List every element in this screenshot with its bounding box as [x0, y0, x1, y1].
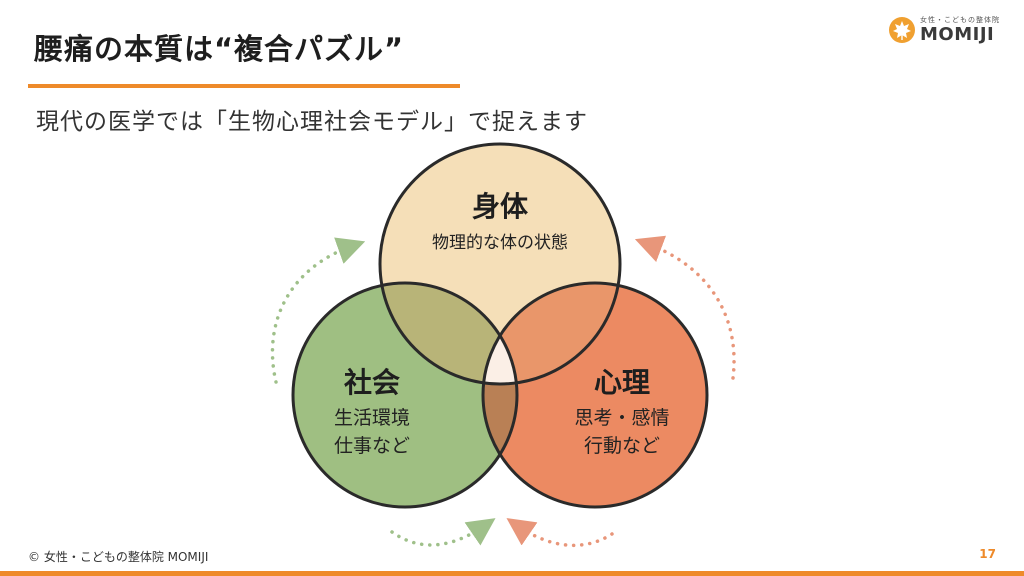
social-desc-line-1: 生活環境	[334, 407, 410, 429]
social-desc-line-2: 仕事など	[334, 435, 410, 457]
outline-body	[378, 142, 622, 386]
logo-name: MOMIJI	[920, 23, 995, 45]
cycle-arrow-right	[634, 235, 736, 380]
brand-logo: 女性・こどもの整体院 MOMIJI	[888, 16, 1000, 44]
body-title: 身体	[472, 190, 529, 223]
slide-title: 腰痛の本質は“複合パズル”	[34, 32, 405, 66]
page-number: 17	[979, 547, 996, 561]
overlap-body-mind	[483, 283, 620, 384]
mind-title: 心理	[594, 366, 650, 399]
cycle-arrow-bottom-right	[506, 518, 614, 548]
logo-tagline: 女性・こどもの整体院	[920, 15, 1000, 24]
cycle-arrow-bottom-left	[390, 518, 496, 547]
social-title: 社会	[344, 366, 400, 399]
overlap-body-social	[380, 283, 517, 384]
mind-desc-line-1: 思考・感情	[574, 407, 669, 429]
mind-desc-line-2: 行動など	[584, 435, 660, 457]
maple-leaf-icon	[889, 17, 915, 43]
outline-mind	[481, 281, 709, 509]
title-underline	[28, 84, 460, 88]
slide-subtitle: 現代の医学では「生物心理社会モデル」で捉えます	[36, 109, 588, 135]
footer-copyright: © 女性・こどもの整体院 MOMIJI	[28, 550, 209, 564]
body-desc-line-1: 物理的な体の状態	[432, 233, 568, 253]
bottom-accent-bar	[0, 571, 1024, 576]
outline-social	[291, 281, 519, 509]
